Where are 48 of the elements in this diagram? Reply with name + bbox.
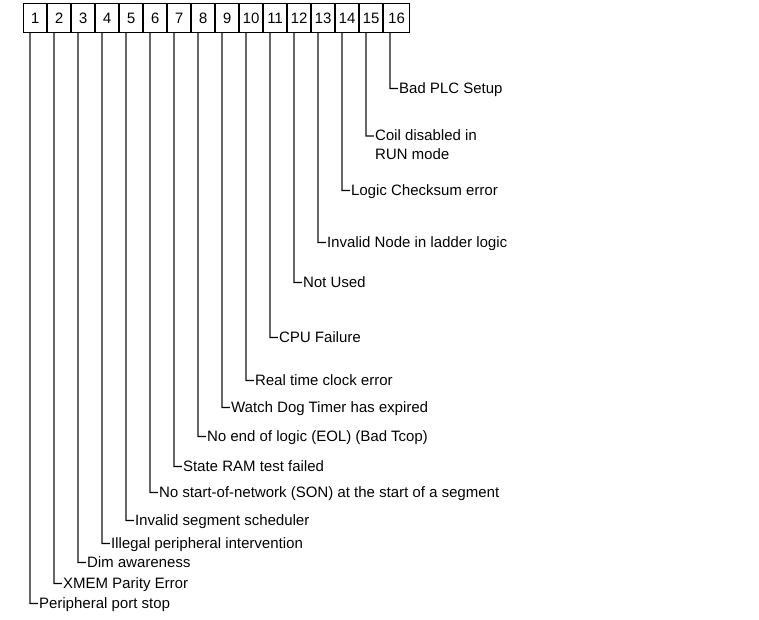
- bit-description: No start-of-network (SON) at the start of a segment: [159, 482, 500, 502]
- bit-number-cell: 10: [239, 3, 263, 33]
- bit-number-cell: 5: [119, 3, 143, 33]
- bit-number-cell: 9: [215, 3, 239, 33]
- bit-description: Real time clock error: [255, 370, 393, 390]
- bit-description: CPU Failure: [279, 328, 361, 346]
- bit-description: Logic Checksum error: [351, 180, 498, 200]
- bit-description: Dim awareness: [87, 552, 190, 572]
- leader-line: [173, 33, 182, 468]
- bit-number-cell: 13: [311, 3, 335, 33]
- leader-line: [317, 33, 326, 244]
- bit-number-cell: 7: [167, 3, 191, 33]
- leader-line: [125, 33, 134, 522]
- bit-number-cell: 4: [95, 3, 119, 33]
- leader-line: [101, 33, 110, 544]
- leader-line: [389, 33, 398, 90]
- bit-description: Peripheral port stop: [39, 594, 170, 612]
- leader-line: [197, 33, 206, 438]
- bit-description: Bad PLC Setup: [399, 78, 502, 98]
- leader-line: [341, 33, 350, 192]
- bit-description: State RAM test failed: [183, 456, 324, 476]
- leader-line: [293, 33, 302, 284]
- bit-description: Watch Dog Timer has expired: [231, 398, 428, 416]
- leader-line: [29, 33, 38, 604]
- bit-number-cell: 8: [191, 3, 215, 33]
- bit-number-cell: 15: [359, 3, 383, 33]
- bit-number-cell: 12: [287, 3, 311, 33]
- bit-number-cell: 11: [263, 3, 287, 33]
- leader-line: [53, 33, 62, 584]
- bit-number-cell: 16: [383, 3, 410, 33]
- bit-number-cell: 6: [143, 3, 167, 33]
- bit-description: No end of logic (EOL) (Bad Tcop): [207, 426, 428, 446]
- bit-description: Coil disabled in RUN mode: [375, 126, 485, 164]
- bit-description: Not Used: [303, 272, 366, 292]
- bit-number-cell: 1: [23, 3, 47, 33]
- bit-description: Illegal peripheral intervention: [111, 534, 303, 552]
- leader-line: [149, 33, 158, 494]
- bit-description: XMEM Parity Error: [63, 574, 188, 592]
- leader-line: [245, 33, 254, 382]
- bit-number-cell: 14: [335, 3, 359, 33]
- bit-number-cell: 2: [47, 3, 71, 33]
- leader-line: [221, 33, 230, 408]
- bit-number-cell: 3: [71, 3, 95, 33]
- leader-line: [77, 33, 86, 564]
- bit-description: Invalid segment scheduler: [135, 510, 310, 530]
- leader-line: [269, 33, 278, 338]
- bit-description: Invalid Node in ladder logic: [327, 232, 508, 252]
- leader-line: [365, 33, 374, 137]
